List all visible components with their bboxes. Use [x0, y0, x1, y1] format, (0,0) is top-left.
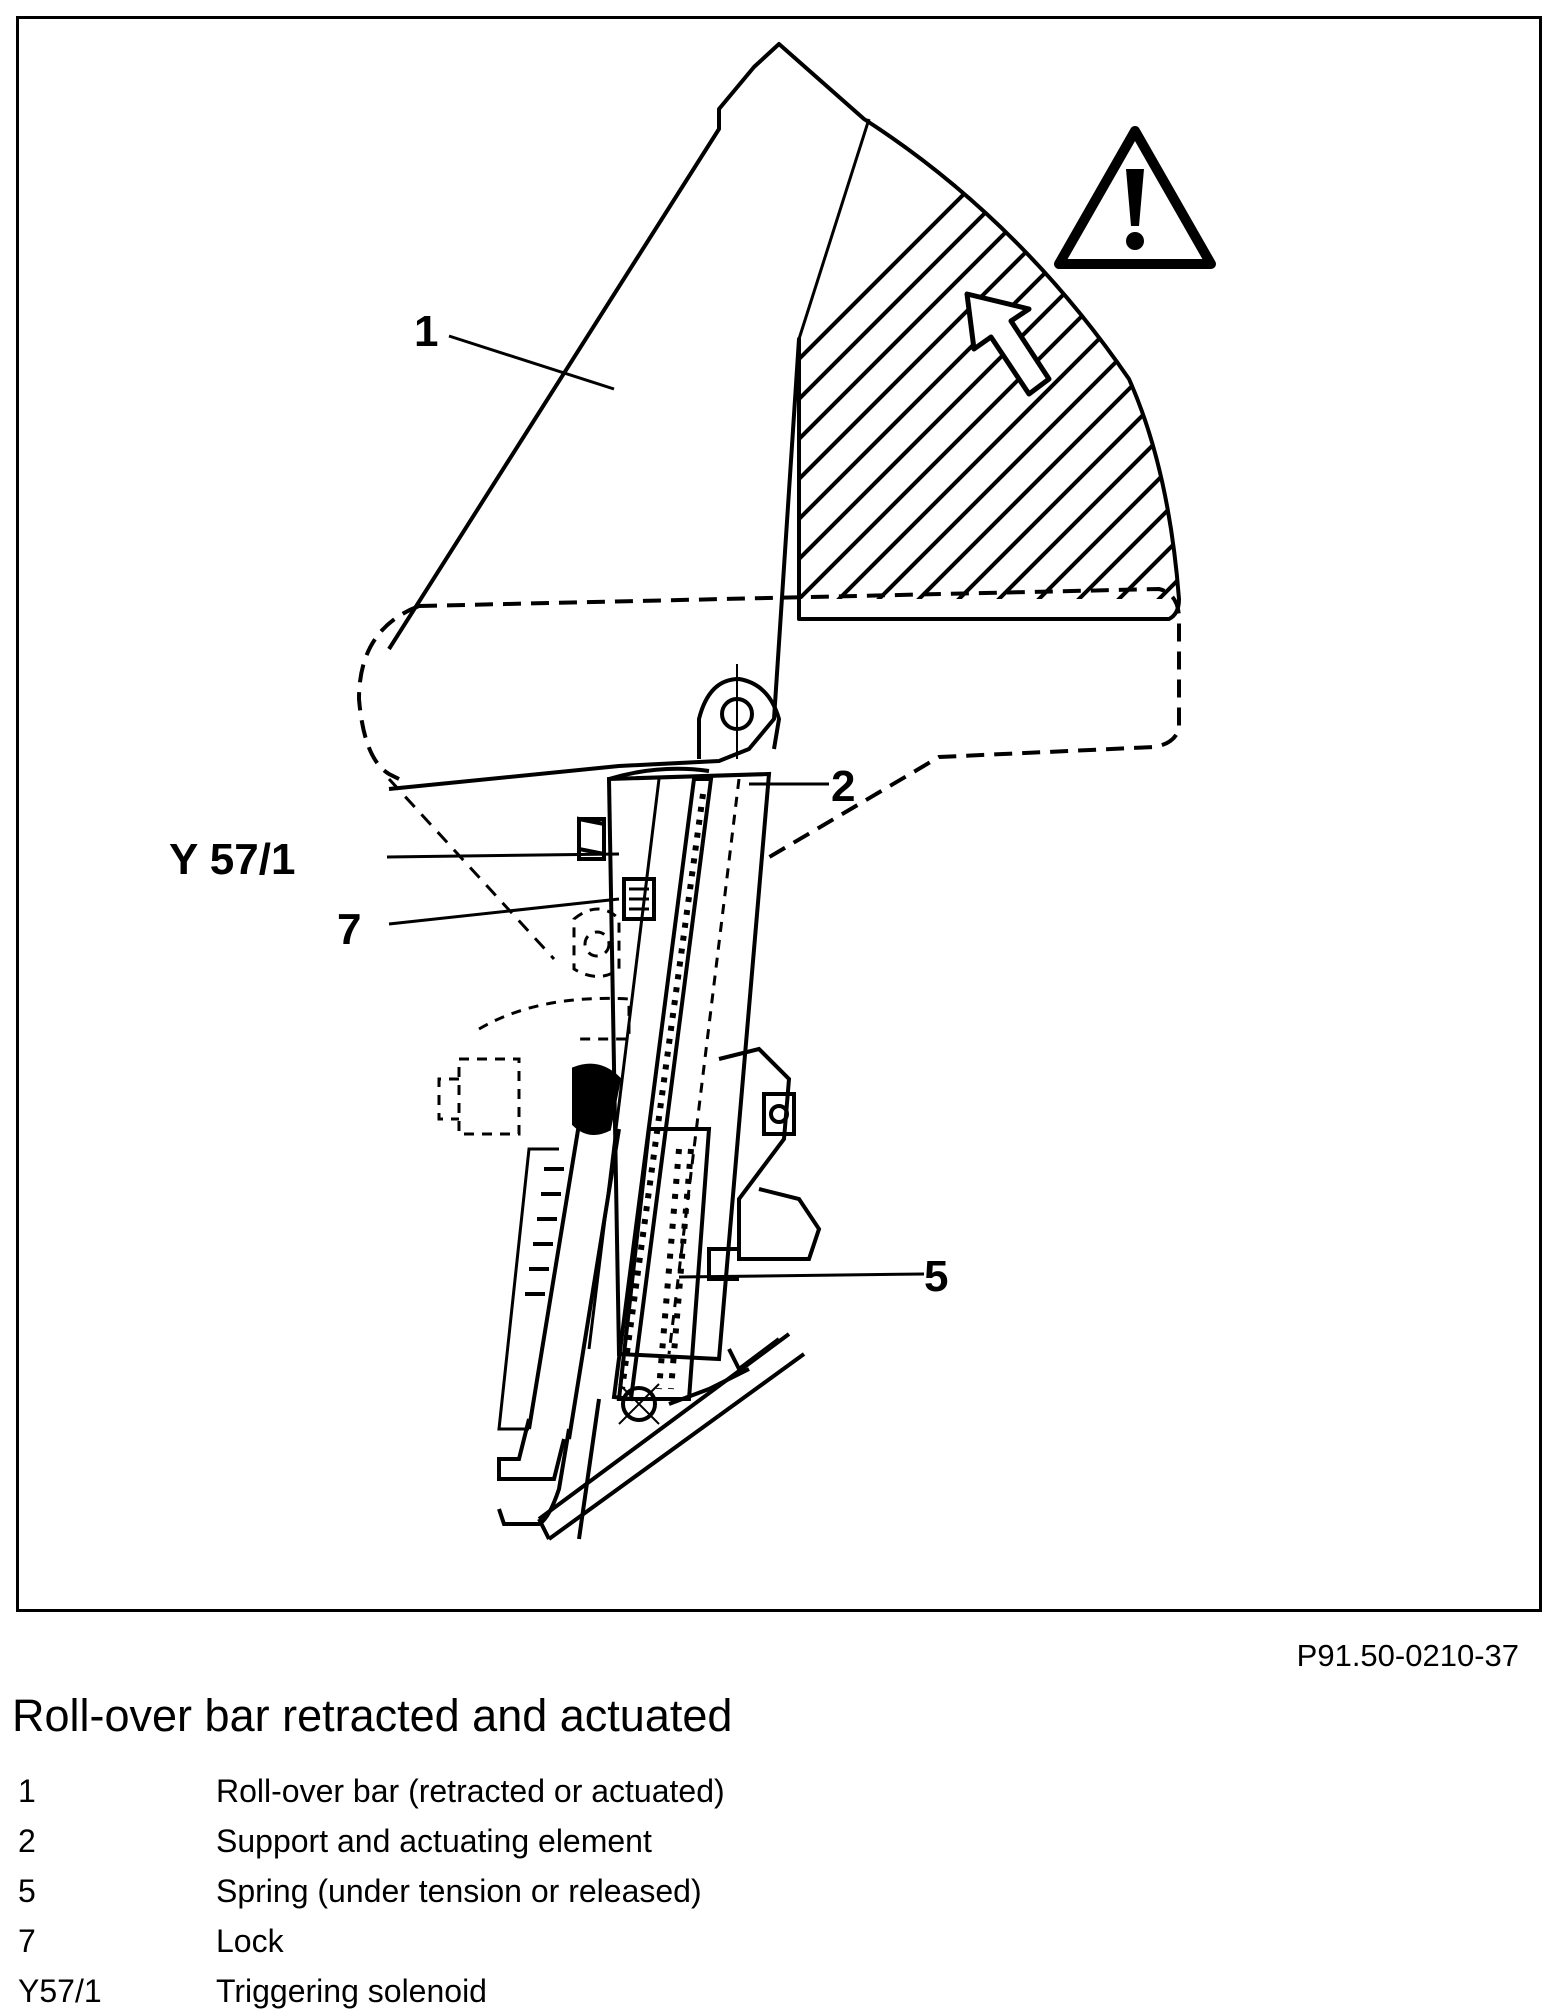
legend-desc: Spring (under tension or released): [216, 1873, 702, 1909]
leader-lines: [386, 334, 925, 1279]
roll-over-bar-retracted: [356, 586, 1181, 871]
spring: [611, 777, 714, 1402]
legend-row: Y57/1 Triggering solenoid: [18, 1966, 725, 2016]
legend-desc: Lock: [216, 1923, 284, 1959]
upper-pivot: [697, 664, 782, 759]
legend-row: 5 Spring (under tension or released): [18, 1866, 725, 1916]
legend-key: 7: [18, 1923, 36, 1959]
legend-desc: Roll-over bar (retracted or actuated): [216, 1773, 725, 1809]
mounting-rail: [537, 1332, 806, 1541]
legend-row: 1 Roll-over bar (retracted or actuated): [18, 1766, 725, 1816]
roll-over-bar-actuated: [387, 42, 1181, 791]
callout-1: 1: [414, 307, 438, 356]
legend-key: 2: [18, 1823, 36, 1859]
legend-desc: Support and actuating element: [216, 1823, 652, 1859]
mounting-bracket: [707, 1046, 822, 1281]
lock: [437, 907, 631, 1136]
callout-y57-1: Y 57/1: [169, 835, 295, 884]
legend-key: 5: [18, 1873, 36, 1909]
legend-desc: Triggering solenoid: [216, 1973, 487, 2009]
warning-triangle-icon: [1054, 126, 1216, 269]
callout-2: 2: [831, 762, 855, 811]
direction-arrow-icon: [964, 291, 1052, 397]
actuated-hatch-area: [799, 119, 1179, 599]
legend-row: 2 Support and actuating element: [18, 1816, 725, 1866]
figure-frame: 1 2 Y 57/1 7 5: [16, 16, 1542, 1612]
legend-key: Y57/1: [18, 1973, 102, 2009]
legend: 1 Roll-over bar (retracted or actuated) …: [18, 1766, 725, 2016]
roll-over-bar-diagram: 1 2 Y 57/1 7 5: [169, 42, 1216, 1541]
callout-7: 7: [337, 905, 361, 954]
base-pivot: [577, 1337, 781, 1540]
figure-id: P91.50-0210-37: [1296, 1638, 1519, 1673]
callout-5: 5: [924, 1252, 948, 1301]
threaded-rod-mechanism: [497, 1063, 622, 1526]
legend-row: 7 Lock: [18, 1916, 725, 1966]
caption: Roll-over bar retracted and actuated: [12, 1690, 733, 1741]
triggering-solenoid: [577, 817, 656, 921]
legend-key: 1: [18, 1773, 36, 1809]
